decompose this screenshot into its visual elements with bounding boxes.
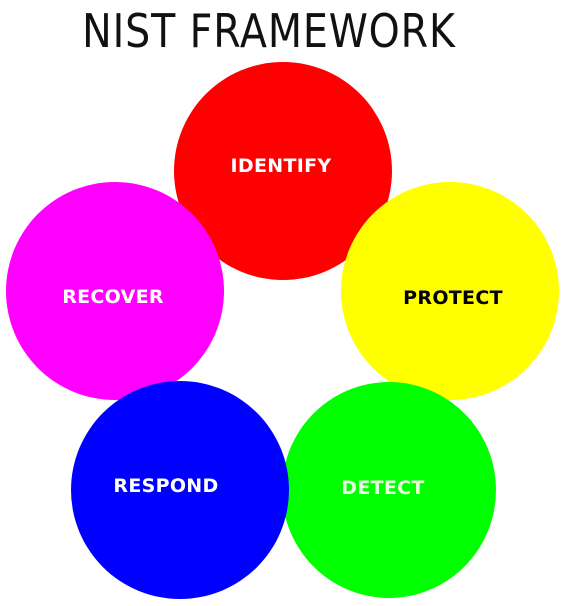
protect-label: PROTECT bbox=[403, 287, 503, 309]
respond-circle: RESPOND bbox=[71, 381, 289, 599]
protect-circle: PROTECT bbox=[341, 182, 559, 400]
detect-label: DETECT bbox=[341, 477, 425, 499]
page-title: NIST FRAMEWORK bbox=[82, 4, 456, 58]
detect-circle: DETECT bbox=[282, 382, 496, 598]
respond-label: RESPOND bbox=[113, 475, 219, 497]
recover-label: RECOVER bbox=[62, 286, 164, 308]
recover-circle: RECOVER bbox=[6, 182, 224, 400]
identify-label: IDENTIFY bbox=[230, 155, 332, 177]
